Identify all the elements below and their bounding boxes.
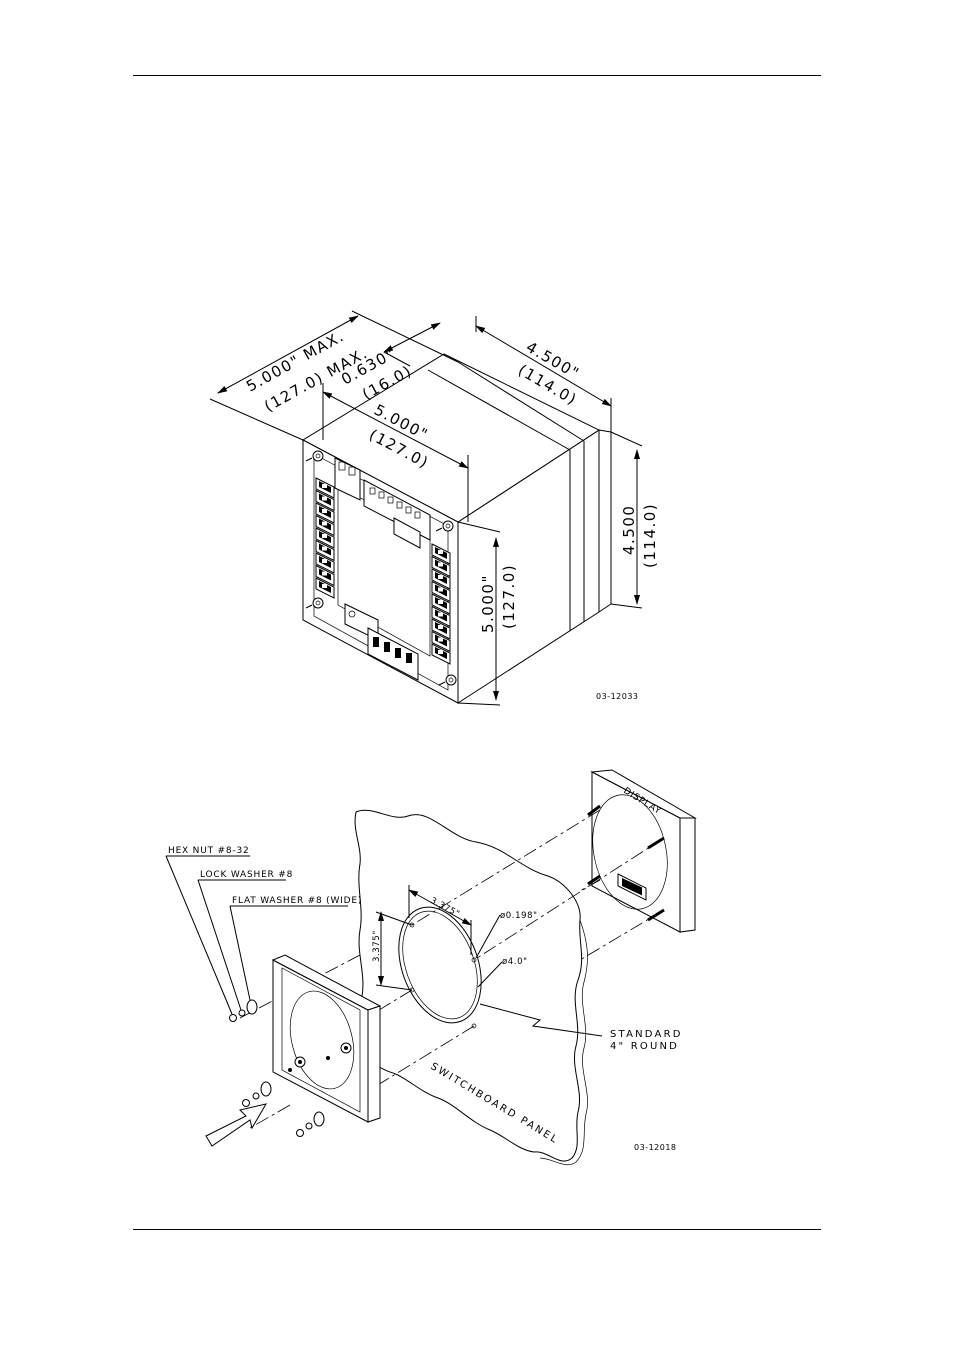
left-terminal-block [316, 478, 334, 598]
cutout-label-standard: STANDARD [610, 1029, 683, 1040]
spacing-v-label: 3.375" [372, 930, 382, 962]
assembly-direction-arrow [206, 1104, 266, 1146]
cutout-dia-label: ø4.0" [502, 957, 528, 967]
dim-face-height-mm: (127.0) [500, 564, 518, 629]
cutout-label-round: 4" ROUND [610, 1041, 679, 1052]
meter-dimension-drawing: 5.000" MAX. (127.0) MAX. 0.630" (16.0) 4… [210, 311, 659, 705]
dim-body-height-in: 4.500 [620, 505, 638, 555]
figure1-ref: 03-12033 [596, 692, 639, 701]
dim-face-height-in: 5.000" [479, 574, 497, 633]
svg-text:5.000": 5.000" [479, 574, 497, 633]
hole-dia-label: ø0.198" [500, 911, 538, 921]
figure2-ref: 03-12018 [634, 1143, 677, 1152]
svg-text:4.500: 4.500 [620, 505, 638, 555]
svg-text:(127.0): (127.0) [500, 564, 518, 629]
svg-text:(114.0): (114.0) [641, 503, 659, 568]
dim-body-height-mm: (114.0) [641, 503, 659, 568]
panel-mounting-drawing: DISPLAY 3.375" 3.375" ø0.198" [166, 770, 695, 1165]
right-terminal-block [432, 544, 450, 664]
hex-nut-label: HEX NUT #8-32 [168, 846, 250, 856]
svg-text:3.375": 3.375" [372, 930, 382, 962]
flat-washer-label: FLAT WASHER #8 (WIDE) [232, 896, 362, 906]
lock-washer-label: LOCK WASHER #8 [200, 870, 293, 880]
